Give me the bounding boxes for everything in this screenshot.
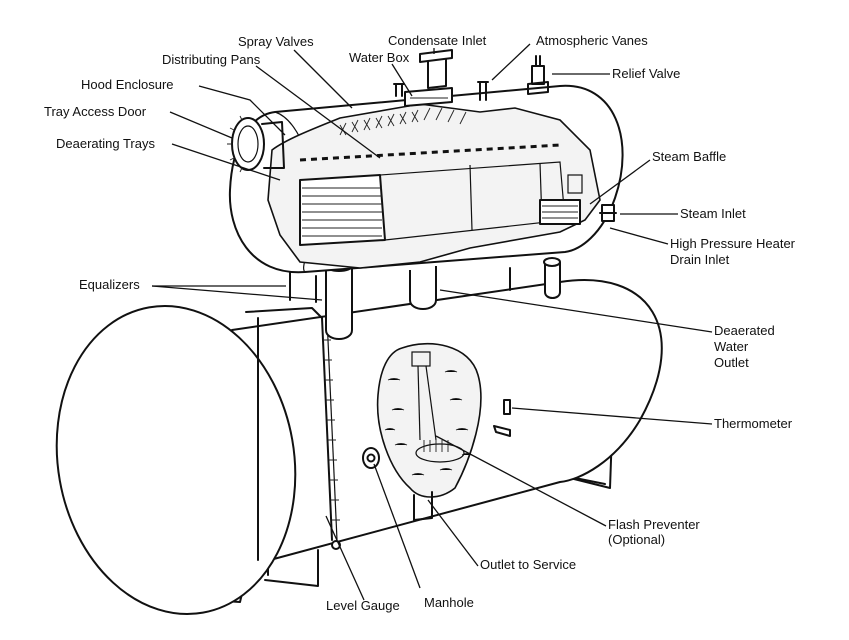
leader-deaerating-trays [171, 143, 281, 181]
leader-tray-access-door [169, 111, 233, 139]
label-condensate-inlet: Condensate Inlet [388, 33, 487, 48]
label-level-gauge: Level Gauge [326, 598, 400, 613]
steam-baffle-internals [539, 174, 583, 225]
storage-tank [55, 279, 663, 616]
leader-manhole [373, 463, 421, 589]
leader-deaerated-water [439, 289, 713, 333]
leader-steam-baffle [589, 159, 651, 205]
label-outlet-to-service: Outlet to Service [480, 557, 576, 572]
condensate-inlet-nozzle [419, 49, 453, 89]
label-hp-heater-drain-2: Drain Inlet [670, 252, 730, 267]
leader-spray-valves [293, 49, 353, 109]
label-deaerated-water-2: Water [714, 339, 749, 354]
label-spray-valves: Spray Valves [238, 34, 314, 49]
leader-thermometer [511, 407, 713, 425]
storage-tank-end-cap [55, 304, 297, 616]
leader-flash-preventer [435, 435, 607, 527]
labels: Spray Valves Condensate Inlet Atmospheri… [44, 33, 796, 613]
label-steam-baffle: Steam Baffle [652, 149, 726, 164]
leader-atmospheric-vanes [491, 43, 531, 81]
label-equalizers: Equalizers [79, 277, 140, 292]
leader-hp-heater-drain [609, 227, 669, 245]
flash-preventer [411, 351, 465, 463]
label-deaerated-water-3: Outlet [714, 355, 749, 370]
manhole-cover [362, 447, 380, 469]
label-hood-enclosure: Hood Enclosure [81, 77, 174, 92]
label-deaerated-water-1: Deaerated [714, 323, 775, 338]
steam-inlet-nozzle [599, 204, 617, 222]
leader-outlet-to-service [427, 499, 479, 567]
deaerator-heater [227, 49, 624, 274]
label-distributing-pans: Distributing Pans [162, 52, 261, 67]
label-steam-inlet: Steam Inlet [680, 206, 746, 221]
leader-lines [151, 43, 713, 601]
water-box [404, 87, 453, 107]
leader-equalizers-2 [151, 285, 323, 301]
water-cutaway [376, 342, 482, 498]
label-atmospheric-vanes: Atmospheric Vanes [536, 33, 648, 48]
label-relief-valve: Relief Valve [612, 66, 680, 81]
leader-water-box [391, 63, 413, 97]
level-gauge-assembly [245, 307, 341, 561]
label-manhole: Manhole [424, 595, 474, 610]
leader-hood-enclosure [198, 85, 286, 136]
label-thermometer: Thermometer [714, 416, 793, 431]
equalizer-pipes [289, 257, 561, 340]
thermometer-fitting [493, 399, 511, 437]
label-water-box: Water Box [349, 50, 410, 65]
leader-level-gauge [325, 515, 365, 601]
label-tray-access-door: Tray Access Door [44, 104, 147, 119]
leader-distributing-pans [255, 65, 381, 159]
label-hp-heater-drain-1: High Pressure Heater [670, 236, 796, 251]
atmospheric-vents [393, 81, 489, 101]
label-deaerating-trays: Deaerating Trays [56, 136, 155, 151]
label-flash-preventer-1: Flash Preventer [608, 517, 700, 532]
spray-zone [339, 107, 467, 136]
label-flash-preventer-2: (Optional) [608, 532, 665, 547]
relief-valve [527, 55, 549, 95]
